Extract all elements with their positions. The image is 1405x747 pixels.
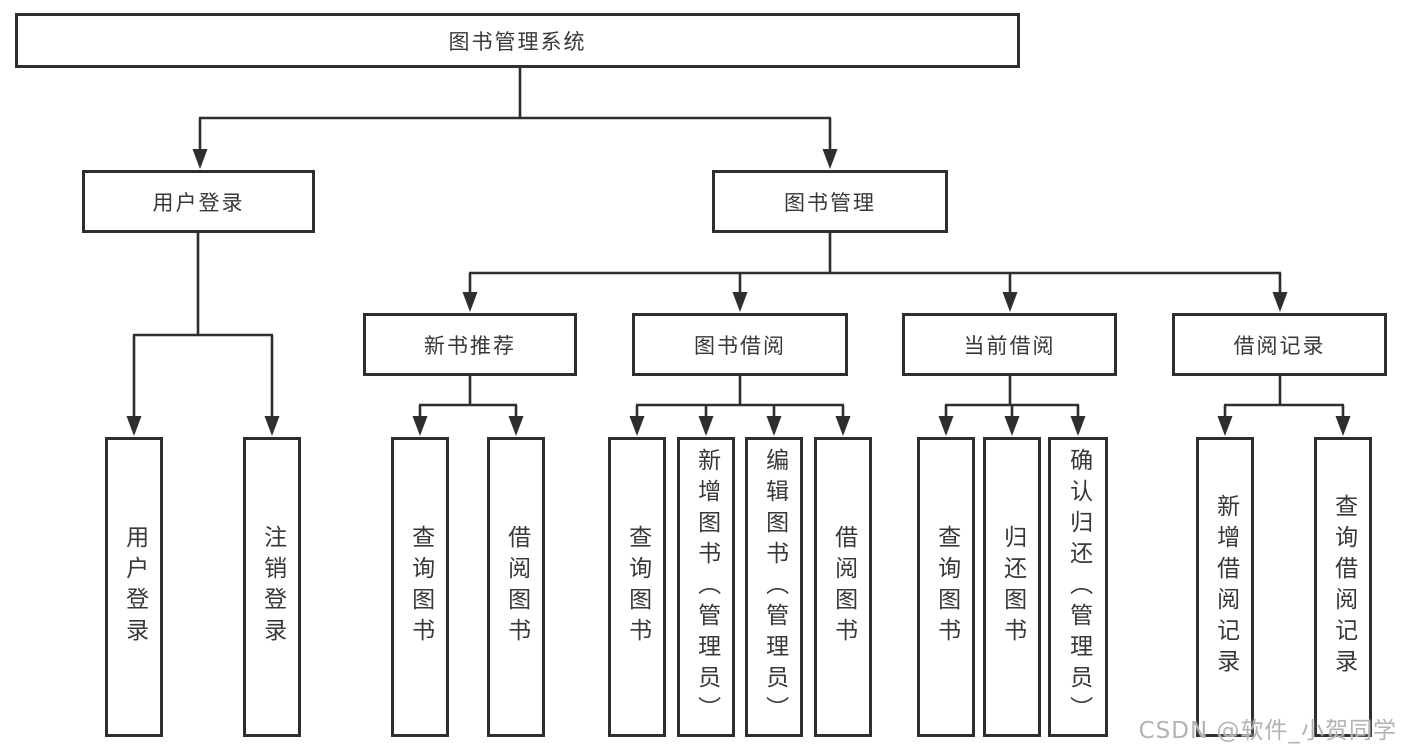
leaf-borrow-books: 借阅图书 xyxy=(814,437,872,737)
node-current-borrowing-label: 当前借阅 xyxy=(963,333,1056,358)
node-user-login: 用户登录 xyxy=(82,170,315,233)
leaf-add-borrow-record: 新增借阅记录 xyxy=(1196,437,1254,737)
leaf-query-books-borrowing: 查询图书 xyxy=(608,437,666,737)
node-book-management: 图书管理 xyxy=(712,170,948,233)
leaf-query-borrow-record: 查询借阅记录 xyxy=(1314,437,1372,737)
leaf-add-book-admin-label: 新增图书（管理员） xyxy=(693,447,720,727)
leaf-edit-book-admin: 编辑图书（管理员） xyxy=(745,437,803,737)
leaf-borrow-books-label: 借阅图书 xyxy=(830,525,857,649)
node-root-system: 图书管理系统 xyxy=(15,13,1020,68)
node-book-management-label: 图书管理 xyxy=(784,190,876,215)
node-root-label: 图书管理系统 xyxy=(448,29,587,54)
leaf-query-books-current-label: 查询图书 xyxy=(933,525,960,649)
node-borrowing-records: 借阅记录 xyxy=(1172,313,1387,376)
leaf-logout-label: 注销登录 xyxy=(259,525,286,649)
node-borrowing-records-label: 借阅记录 xyxy=(1233,333,1326,358)
leaf-add-book-admin: 新增图书（管理员） xyxy=(677,437,735,737)
leaf-confirm-return-admin-label: 确认归还（管理员） xyxy=(1065,447,1092,727)
node-new-book-recommendation-label: 新书推荐 xyxy=(424,333,516,358)
leaf-query-books-recommend: 查询图书 xyxy=(391,437,449,737)
node-new-book-recommendation: 新书推荐 xyxy=(363,313,577,376)
leaf-user-login-label: 用户登录 xyxy=(121,525,148,649)
leaf-confirm-return-admin: 确认归还（管理员） xyxy=(1048,437,1108,737)
leaf-user-login: 用户登录 xyxy=(105,437,163,737)
leaf-return-book: 归还图书 xyxy=(983,437,1041,737)
leaf-query-books-recommend-label: 查询图书 xyxy=(407,525,434,649)
leaf-add-borrow-record-label: 新增借阅记录 xyxy=(1212,494,1239,680)
leaf-logout: 注销登录 xyxy=(243,437,301,737)
leaf-borrow-books-recommend-label: 借阅图书 xyxy=(503,525,530,649)
leaf-query-books-current: 查询图书 xyxy=(917,437,975,737)
leaf-query-borrow-record-label: 查询借阅记录 xyxy=(1330,494,1357,680)
csdn-watermark: CSDN @软件_小贺同学 xyxy=(1138,718,1397,744)
leaf-borrow-books-recommend: 借阅图书 xyxy=(487,437,545,737)
leaf-query-books-borrowing-label: 查询图书 xyxy=(624,525,651,649)
node-book-borrowing-label: 图书借阅 xyxy=(694,333,786,358)
leaf-edit-book-admin-label: 编辑图书（管理员） xyxy=(761,447,788,727)
arrowheads xyxy=(126,149,1351,436)
node-current-borrowing: 当前借阅 xyxy=(902,313,1117,376)
node-user-login-label: 用户登录 xyxy=(152,190,245,215)
leaf-return-book-label: 归还图书 xyxy=(999,525,1026,649)
node-book-borrowing: 图书借阅 xyxy=(632,313,848,376)
